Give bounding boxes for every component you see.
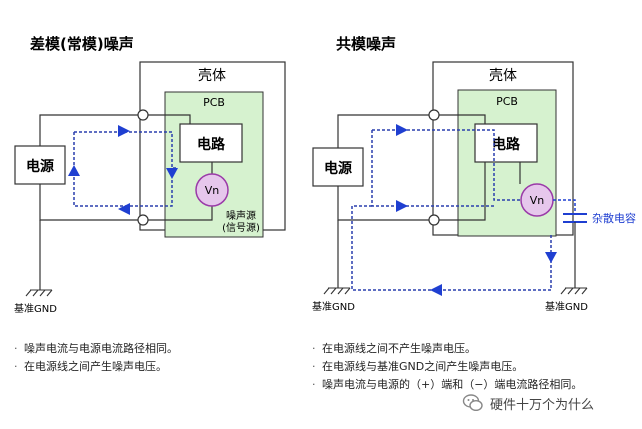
terminal-top xyxy=(428,109,440,121)
circuit-box xyxy=(179,123,243,163)
ground-symbol-left xyxy=(323,287,351,295)
right-note-3: ·噪声电流与电源的（+）端和（−）端电流路径相同。 xyxy=(312,378,583,391)
vn-lead-bottom xyxy=(148,206,213,221)
common-mode-diagram: 共模噪声 壳体 PCB 电路 电源 Vn 杂散电容 基准GND 基准GND xyxy=(312,35,636,313)
arrow-up-left xyxy=(68,165,80,176)
power-line-top xyxy=(39,114,138,146)
circuit-label: 电路 xyxy=(197,136,226,153)
common-mode-title: 共模噪声 xyxy=(336,35,396,53)
power-line-top xyxy=(337,114,429,148)
ground-label: 基准GND xyxy=(14,302,57,315)
ground-label-right: 基准GND xyxy=(545,300,588,313)
circuit-lead-top xyxy=(439,114,486,124)
arrow-left-bottom xyxy=(118,203,130,215)
circuit-label: 电路 xyxy=(492,136,521,153)
power-line-bottom xyxy=(39,184,138,221)
vn-label: Vn xyxy=(205,184,220,197)
signal-source-label: (信号源) xyxy=(222,221,260,234)
case-label: 壳体 xyxy=(198,67,226,84)
left-note-2: ·在电源线之间产生噪声电压。 xyxy=(14,360,167,373)
power-line-bottom xyxy=(337,186,429,221)
ground-symbol xyxy=(25,289,53,297)
power-source-box xyxy=(312,147,364,187)
wechat-icon xyxy=(462,394,483,412)
arrow-right-middle xyxy=(396,200,408,212)
ground-label-left: 基准GND xyxy=(312,300,355,313)
circuit-box xyxy=(474,123,538,163)
noise-return-path xyxy=(351,205,552,291)
arrow-right-top xyxy=(396,124,408,136)
terminal-bottom xyxy=(428,214,440,226)
power-source-label: 电源 xyxy=(26,158,54,175)
differential-mode-diagram: 差模(常模)噪声 壳体 PCB 电路 电源 Vn 噪声源 (信号源) 基准GND xyxy=(14,35,286,315)
case-label: 壳体 xyxy=(489,67,517,84)
arrow-right-top xyxy=(118,125,130,137)
stray-cap-label: 杂散电容 xyxy=(592,211,636,225)
pcb-board xyxy=(164,91,264,238)
circuit-lead-top xyxy=(148,114,191,124)
vn-label: Vn xyxy=(530,194,545,207)
watermark: 硬件十万个为什么 xyxy=(462,392,594,414)
stray-cap-dashed-lead xyxy=(553,199,576,213)
pcb-label: PCB xyxy=(496,95,518,108)
right-note-1: ·在电源线之间不产生噪声电压。 xyxy=(312,342,476,355)
right-note-2: ·在电源线与基准GND之间产生噪声电压。 xyxy=(312,360,524,373)
noise-source-label: 噪声源 xyxy=(226,209,256,222)
terminal-top xyxy=(137,109,149,121)
pcb-label: PCB xyxy=(203,96,225,109)
power-source-box xyxy=(14,145,66,185)
arrow-down-right xyxy=(166,168,178,179)
arrow-down-right xyxy=(545,252,557,263)
differential-mode-title: 差模(常模)噪声 xyxy=(30,35,134,53)
power-source-label: 电源 xyxy=(324,160,352,177)
watermark-text: 硬件十万个为什么 xyxy=(490,397,595,413)
circuit-lead-bottom xyxy=(439,162,486,221)
noise-source-vn xyxy=(195,173,229,207)
terminal-bottom xyxy=(137,214,149,226)
noise-path-top xyxy=(372,129,521,201)
arrow-left-bottom xyxy=(430,284,442,296)
ground-symbol-right xyxy=(560,287,588,295)
left-note-1: ·噪声电流与电源电流路径相同。 xyxy=(14,342,178,355)
